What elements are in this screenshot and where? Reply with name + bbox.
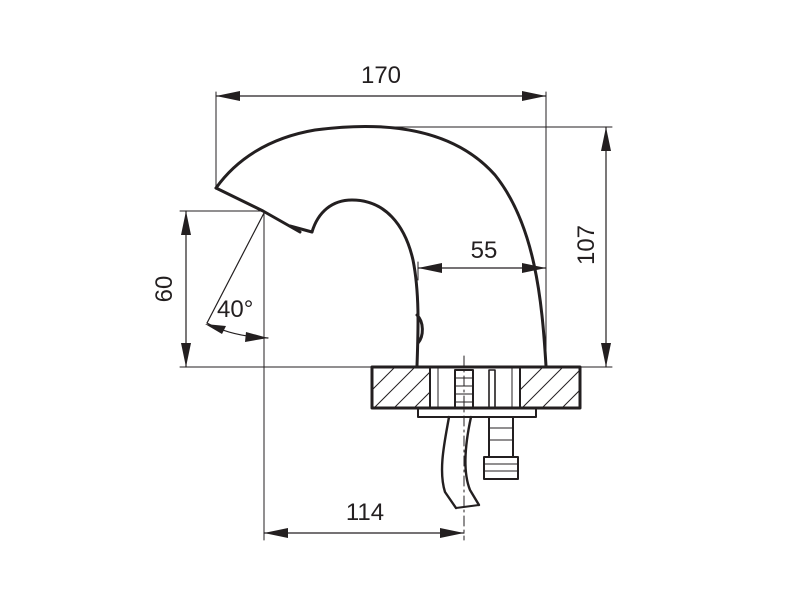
dimension-60: 60 <box>151 210 191 368</box>
dimension-label-170: 170 <box>361 62 401 89</box>
mounting-flange-section <box>370 365 582 418</box>
dimension-label-114: 114 <box>346 499 384 526</box>
supply-hose <box>440 415 481 510</box>
dimension-107: 107 <box>573 126 611 368</box>
dimension-55: 55 <box>417 237 547 273</box>
connector-fitting <box>483 416 519 480</box>
extension-lines <box>179 91 613 541</box>
dimension-label-40-degrees: 40° <box>217 296 253 323</box>
dimension-label-55: 55 <box>471 237 498 264</box>
faucet-spout-outline <box>214 125 548 368</box>
dimension-114: 114 <box>263 499 465 538</box>
dimension-label-107: 107 <box>573 225 600 265</box>
dimension-170: 170 <box>215 62 547 101</box>
dimension-label-60: 60 <box>151 276 178 303</box>
dimension-spray-angle: 40° <box>205 212 269 342</box>
